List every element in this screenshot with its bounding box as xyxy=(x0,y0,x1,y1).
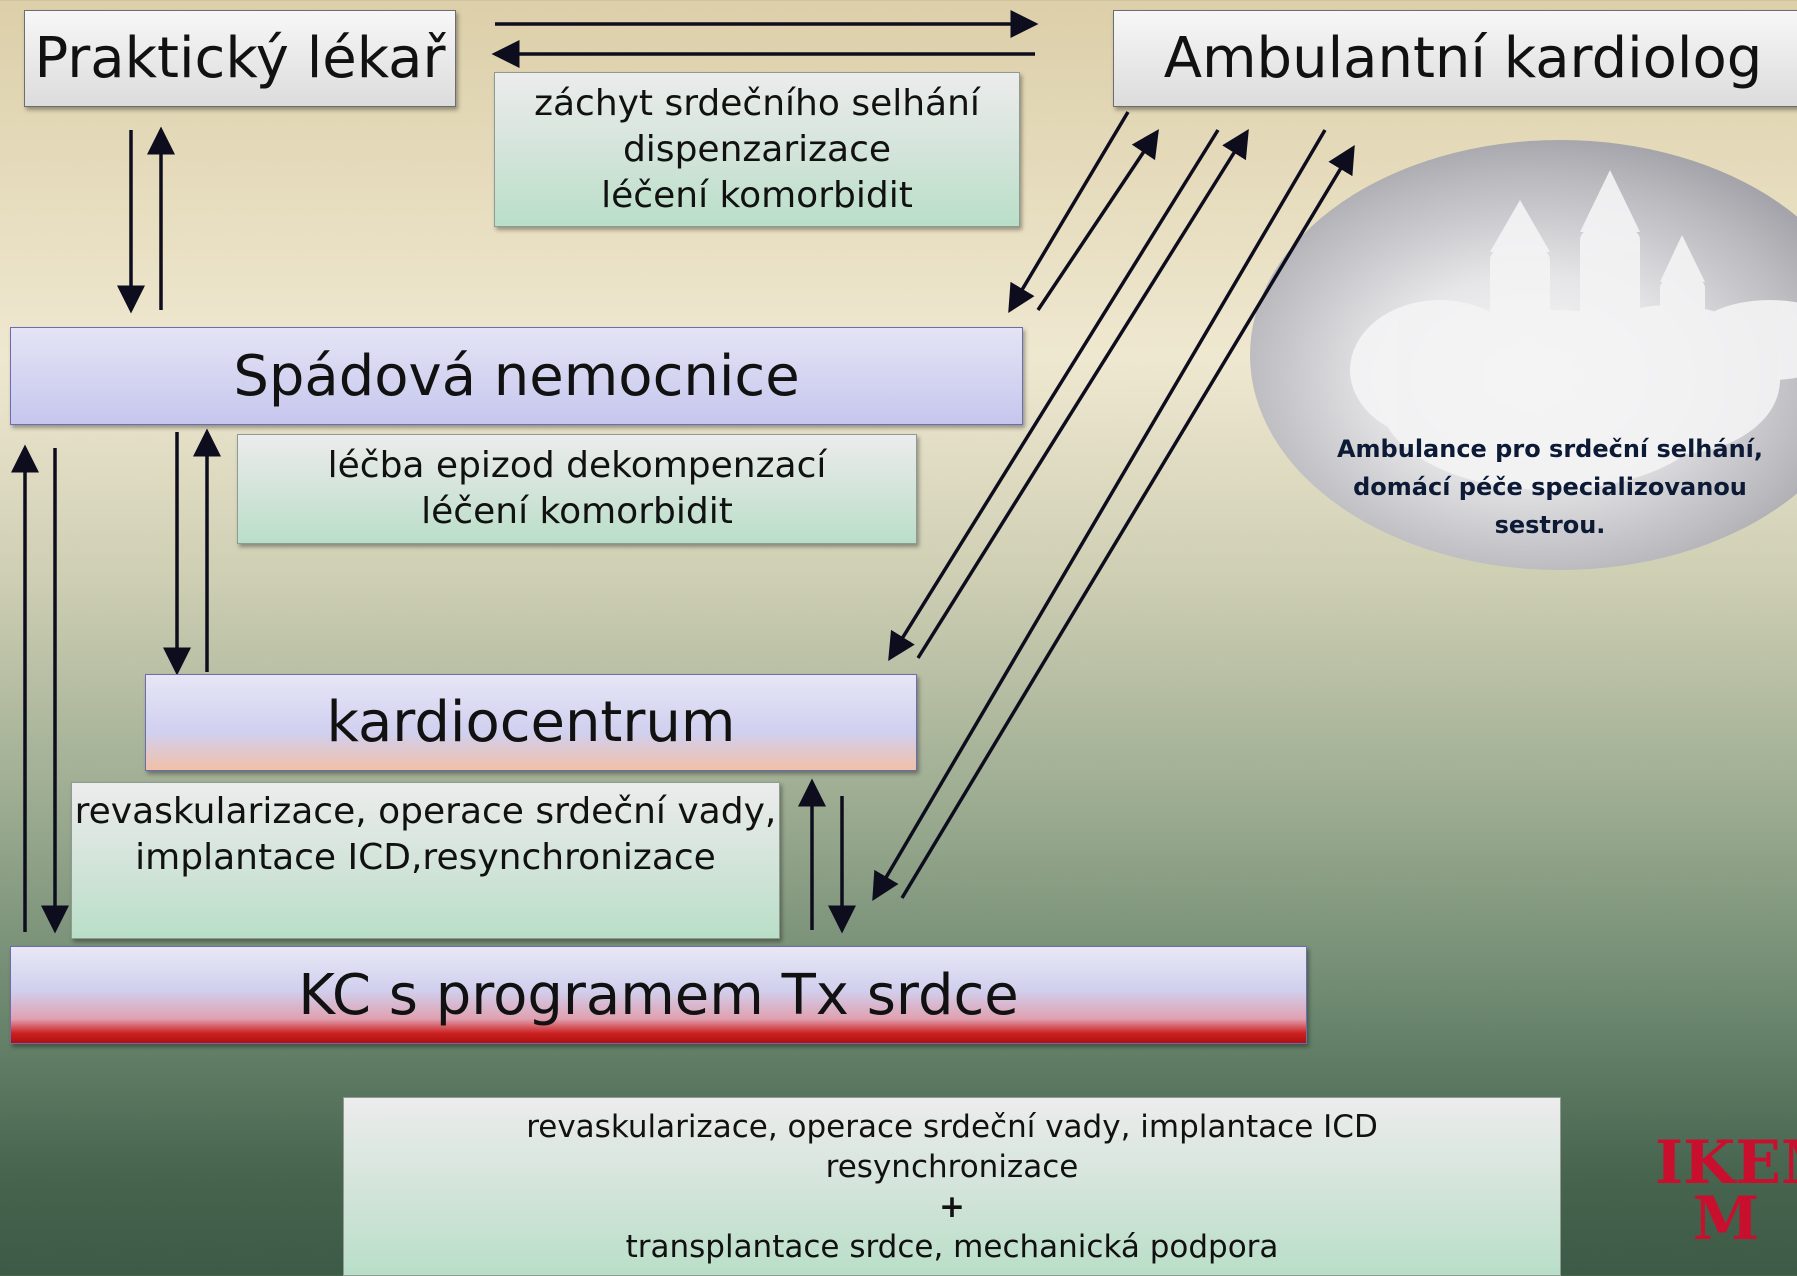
note-spadova: léčba epizod dekompenzací léčení komorbi… xyxy=(237,434,917,544)
note-praktik-line-3: léčení komorbidit xyxy=(601,174,913,216)
node-ambulantni-kardiolog-label: Ambulantní kardiolog xyxy=(1163,26,1763,91)
arrow-spadova-to-ambulant xyxy=(1036,129,1159,311)
node-prakticky-lekar: Praktický lékař xyxy=(24,10,456,107)
note-kc-tx-line-2: resynchronizace xyxy=(825,1148,1079,1185)
note-praktik-line-1: záchyt srdečního selhání xyxy=(534,82,980,124)
note-kc-tx-line-4: transplantace srdce, mechanická podpora xyxy=(625,1228,1279,1265)
node-kc-tx-srdce-label: KC s programem Tx srdce xyxy=(298,962,1019,1028)
note-kardiocentrum-line-2: implantace ICD,resynchronizace xyxy=(135,837,716,878)
node-kardiocentrum-label: kardiocentrum xyxy=(326,690,736,755)
cloud-castle-image xyxy=(1250,140,1797,570)
arrow-ambulant-to-spadova xyxy=(1008,111,1130,314)
node-spadova-nemocnice: Spádová nemocnice xyxy=(10,327,1023,425)
arrow-kctx-to-ambulant xyxy=(900,145,1355,899)
note-praktik: záchyt srdečního selhání dispenzarizace … xyxy=(494,72,1020,227)
note-spadova-line-1: léčba epizod dekompenzací xyxy=(327,445,827,486)
node-kc-tx-srdce: KC s programem Tx srdce xyxy=(10,946,1307,1044)
note-kardiocentrum-line-1: revaskularizace, operace srdeční vady, xyxy=(74,791,777,832)
note-spadova-line-2: léčení komorbidit xyxy=(421,491,733,532)
cloud-caption-line-1: Ambulance pro srdeční selhání, xyxy=(1336,435,1764,463)
node-prakticky-lekar-label: Praktický lékař xyxy=(34,26,446,91)
cloud-caption-line-3: sestrou. xyxy=(1494,511,1606,539)
note-praktik-line-2: dispenzarizace xyxy=(622,128,892,170)
ikem-logo-line-2: M xyxy=(1692,1184,1760,1254)
node-ambulantni-kardiolog: Ambulantní kardiolog xyxy=(1113,10,1797,107)
cloud-caption: Ambulance pro srdeční selhání, domácí pé… xyxy=(1320,430,1780,544)
node-kardiocentrum: kardiocentrum xyxy=(145,674,917,771)
node-spadova-nemocnice-label: Spádová nemocnice xyxy=(233,343,800,409)
arrow-ambulant-to-kctx xyxy=(872,129,1327,902)
note-kc-tx-line-3: + xyxy=(939,1188,965,1225)
arrow-ambulant-to-kardiocentrum xyxy=(888,129,1220,661)
note-kardiocentrum: revaskularizace, operace srdeční vady, i… xyxy=(71,782,780,939)
note-kc-tx-line-1: revaskularizace, operace srdeční vady, i… xyxy=(526,1108,1378,1145)
cloud-caption-line-2: domácí péče specializovanou xyxy=(1353,473,1747,501)
note-kc-tx: revaskularizace, operace srdeční vady, i… xyxy=(343,1097,1561,1276)
arrow-kardiocentrum-to-ambulant xyxy=(916,129,1249,659)
